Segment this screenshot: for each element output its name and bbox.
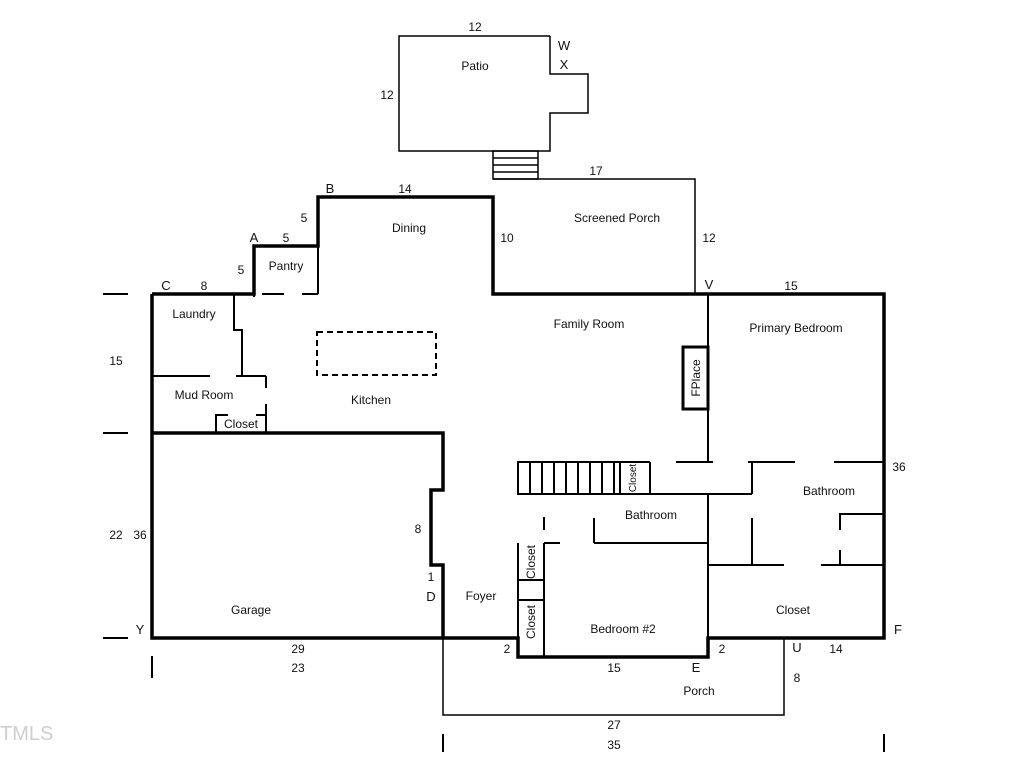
dim-porch-8: 8 [794, 671, 801, 685]
dim-pantry-left: 5 [238, 263, 245, 277]
point-y: Y [136, 622, 145, 637]
closet-a-label: Closet [524, 544, 538, 579]
point-f: F [894, 622, 902, 637]
screened-porch-outline [493, 178, 696, 294]
front-porch-outline [442, 638, 785, 716]
dim-right-top: 15 [784, 279, 798, 293]
stair-closet-label: Closet [628, 464, 639, 493]
closet-right-label: Closet [776, 603, 811, 617]
mud-room-label: Mud Room [175, 388, 234, 402]
thin-outlines [398, 35, 785, 716]
dim-patio-left: 12 [380, 88, 394, 102]
point-c: C [161, 278, 170, 293]
room-labels: Patio Screened Porch Dining Pantry Laund… [172, 59, 855, 698]
dim-laundry-top: 8 [201, 279, 208, 293]
patio-outline [398, 35, 589, 152]
dim-right-36: 36 [892, 460, 906, 474]
bathroom-right-label: Bathroom [803, 484, 855, 498]
point-x: X [560, 57, 569, 72]
dim-bed-15: 15 [607, 661, 621, 675]
interior-walls [152, 246, 884, 657]
closet-b-label: Closet [524, 604, 538, 639]
dim-left-36: 36 [133, 528, 147, 542]
kitchen-island [316, 331, 437, 376]
bedroom-2-label: Bedroom #2 [590, 622, 656, 636]
pantry-label: Pantry [269, 259, 304, 273]
dim-dining-top: 14 [398, 182, 412, 196]
dim-patio-top: 12 [468, 20, 482, 34]
watermark: TMLS [0, 723, 53, 745]
porch-label: Porch [683, 684, 714, 698]
dim-porch-right: 12 [702, 231, 716, 245]
dim-bottom-29: 29 [291, 642, 305, 656]
dim-bottom-23: 23 [291, 661, 305, 675]
dim-porch-top: 17 [589, 164, 603, 178]
dim-garage-1: 1 [428, 570, 435, 584]
dim-porch-27: 27 [607, 718, 621, 732]
fireplace-label: FPlace [689, 359, 703, 397]
point-e: E [692, 660, 701, 675]
dim-pantry-top: 5 [283, 231, 290, 245]
dim-bottom-35: 35 [607, 738, 621, 752]
foyer-label: Foyer [466, 589, 497, 603]
point-v: V [705, 277, 714, 292]
garage-label: Garage [231, 603, 271, 617]
point-d: D [426, 589, 435, 604]
dim-closet-14: 14 [829, 642, 843, 656]
mud-closet-label: Closet [224, 417, 259, 431]
primary-bedroom-label: Primary Bedroom [749, 321, 842, 335]
fireplace [681, 345, 710, 411]
dim-bed-2: 2 [719, 642, 726, 656]
dining-label: Dining [392, 221, 426, 235]
bathroom-center-label: Bathroom [625, 508, 677, 522]
dim-porch-left: 10 [500, 231, 514, 245]
point-a: A [250, 230, 259, 245]
dimension-labels: 12 12 17 10 12 14 5 5 5 8 15 15 36 22 36… [109, 20, 906, 752]
dim-left-15: 15 [109, 354, 123, 368]
staircase [517, 461, 621, 495]
dim-dining-left: 5 [301, 211, 308, 225]
screened-porch-label: Screened Porch [574, 211, 660, 225]
laundry-label: Laundry [172, 307, 215, 321]
point-w: W [558, 38, 571, 53]
point-u: U [792, 640, 801, 655]
point-labels: W X A B C V D E U F Y [136, 38, 902, 675]
kitchen-label: Kitchen [351, 393, 391, 407]
family-room-label: Family Room [554, 317, 625, 331]
dim-garage-8: 8 [415, 522, 422, 536]
dimension-ticks [103, 293, 885, 752]
dim-left-22: 22 [109, 528, 123, 542]
dim-foyer-2: 2 [504, 642, 511, 656]
garage-wall [152, 431, 445, 638]
patio-label: Patio [461, 59, 489, 73]
point-b: B [326, 181, 335, 196]
